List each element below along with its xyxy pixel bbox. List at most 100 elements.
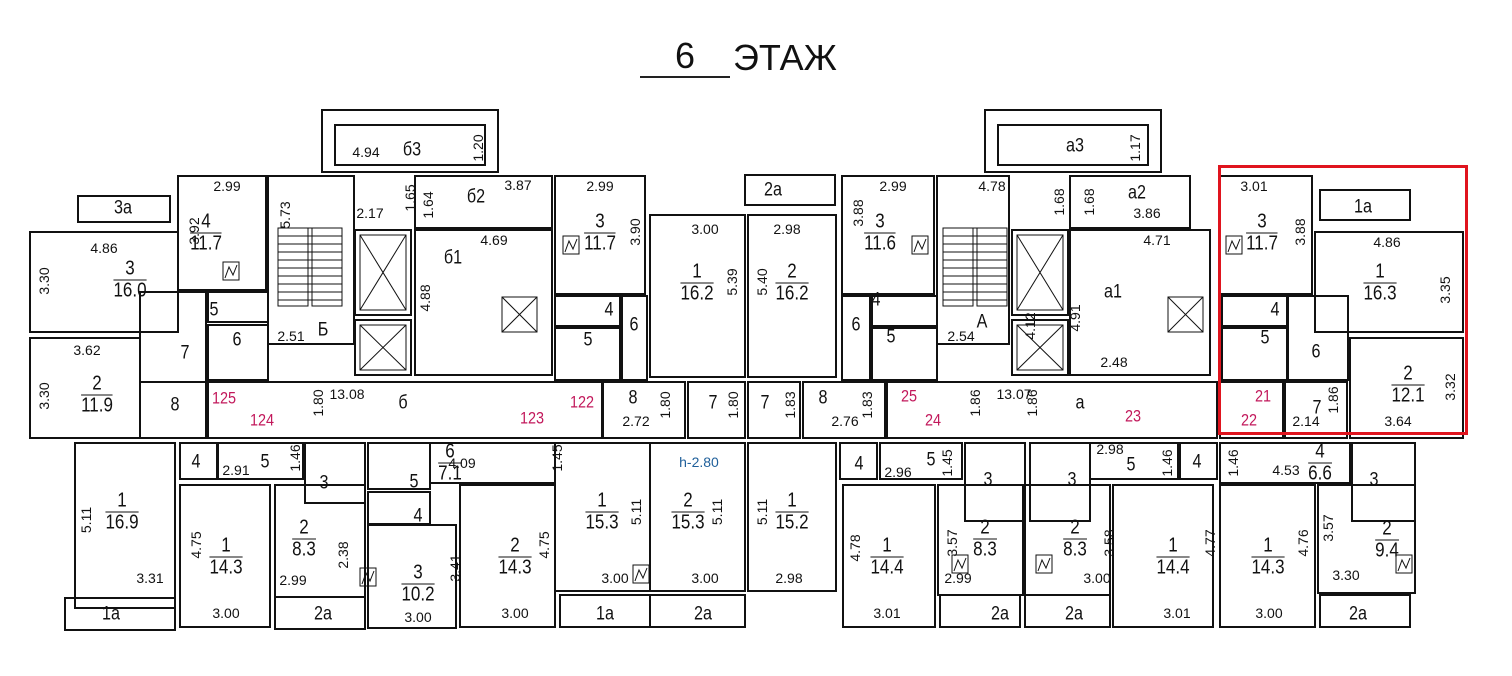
room-area: 14.4 (870, 556, 904, 579)
room-number: 2 (1375, 518, 1399, 541)
dimension-label: 5.11 (78, 506, 94, 534)
elevator-icon (1016, 324, 1064, 371)
dimension-label: 2.98 (1096, 441, 1124, 457)
wall-outline (984, 109, 1162, 173)
room-id-label: 2а (314, 603, 332, 625)
selected-apartment-highlight[interactable] (1218, 165, 1468, 435)
apartment-number[interactable]: 21 (1254, 386, 1272, 406)
room-id-label: 5 (260, 451, 270, 473)
room-id-label: а3 (1066, 135, 1084, 157)
floor-number: 6 (640, 36, 730, 78)
dimension-label: 1.65 (402, 184, 418, 212)
wall-outline (1219, 484, 1316, 628)
wall-outline (1011, 319, 1069, 376)
dimension-label: 3.92 (186, 217, 202, 245)
dimension-label: 4.71 (1143, 232, 1171, 248)
wall-outline (367, 442, 431, 490)
wall-outline (1011, 229, 1069, 316)
room-id-label: 5 (583, 329, 593, 351)
dimension-label: 3.30 (36, 382, 52, 410)
wall-outline (1219, 442, 1351, 484)
apartment-number[interactable]: 25 (900, 386, 918, 406)
dimension-label: 13.07 (996, 386, 1032, 402)
dimension-label: 3.00 (1255, 605, 1283, 621)
room-id-label: 5 (886, 326, 896, 348)
dimension-label: 2.99 (279, 572, 307, 588)
wall-outline (886, 381, 1218, 439)
wall-outline (747, 214, 837, 378)
wall-outline (936, 175, 1010, 345)
room-id-label: 4 (854, 453, 864, 475)
apartment-number[interactable]: 22 (1240, 410, 1258, 430)
elevator-icon (359, 324, 407, 371)
wall-outline (139, 381, 207, 439)
dimension-label: 4.91 (1067, 304, 1083, 332)
wall-outline (1089, 442, 1179, 480)
dimension-label: 3.87 (504, 177, 532, 193)
room-id-label: 2а (1065, 603, 1083, 625)
apartment-number[interactable]: 23 (1124, 406, 1142, 426)
dimension-label: 2.98 (773, 221, 801, 237)
room-id-label: 6 (629, 314, 639, 336)
room-number: 1 (209, 535, 243, 558)
room-area: 11.7 (584, 232, 616, 255)
dimension-label: 4.88 (417, 284, 433, 312)
apartment-number[interactable]: 24 (924, 410, 942, 430)
room-id-label: 3 (1369, 469, 1379, 491)
wall-outline (139, 291, 207, 383)
wall-outline (1069, 175, 1191, 229)
room-id-label: 2а (764, 179, 782, 201)
wall-outline (964, 442, 1026, 522)
apartment-number[interactable]: 122 (569, 392, 595, 412)
wall-outline (649, 442, 746, 592)
room-area: 11.9 (81, 394, 113, 417)
room-area: 10.2 (401, 583, 435, 606)
apartment-number[interactable]: 125 (211, 388, 237, 408)
dimension-label: 3.01 (1163, 605, 1191, 621)
room-id-label: а (1075, 392, 1085, 414)
dimension-label: 3.01 (1240, 178, 1268, 194)
apartment-number[interactable]: 123 (519, 408, 545, 428)
dimension-label: 3.31 (136, 570, 164, 586)
wall-outline (649, 214, 746, 378)
dimension-label: 1.20 (470, 134, 486, 162)
room-id-label: 6 (232, 329, 242, 351)
dimension-label: 2.99 (879, 178, 907, 194)
dimension-label: 2.76 (831, 413, 859, 429)
dimension-label: 3.00 (501, 605, 529, 621)
room-id-label: 3 (319, 472, 329, 494)
wall-outline (217, 442, 304, 480)
apartment-number[interactable]: 124 (249, 410, 275, 430)
dimension-label: 2.91 (222, 462, 250, 478)
dimension-label: 2.51 (277, 328, 305, 344)
wall-outline (744, 174, 836, 206)
room-number: 1 (775, 490, 809, 513)
dimension-label: 3.00 (691, 221, 719, 237)
